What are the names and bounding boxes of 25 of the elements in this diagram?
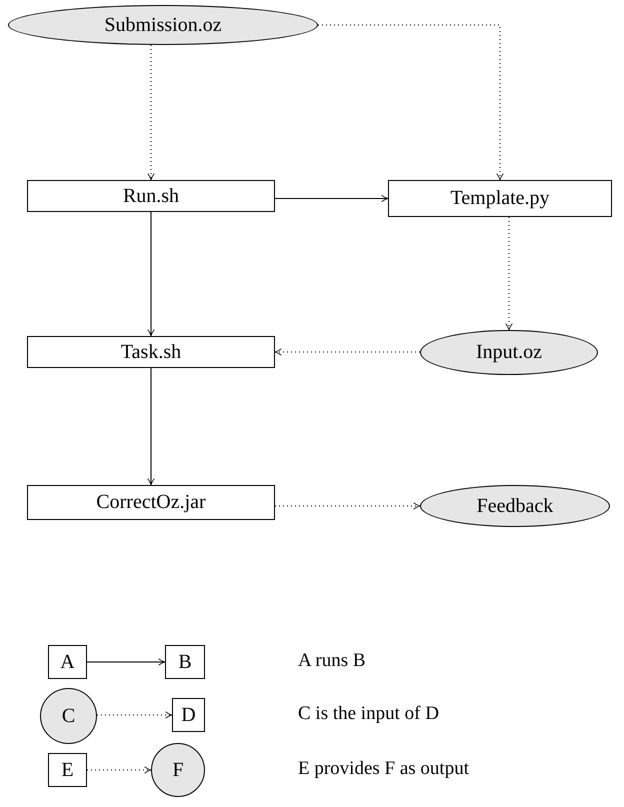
process-box [388, 180, 612, 217]
node-label: CorrectOz.jar [96, 491, 206, 514]
process-box [48, 645, 87, 679]
node-label: D [181, 704, 196, 726]
process-box [165, 645, 205, 679]
process-box [48, 753, 87, 787]
legend-text: A runs B [298, 650, 366, 672]
input-ellipse [151, 743, 205, 797]
node-label: Submission.oz [104, 14, 222, 36]
node-label: Input.oz [476, 341, 542, 364]
node-label: F [172, 758, 184, 782]
node-label: Template.py [450, 187, 550, 210]
node-label: B [178, 650, 192, 674]
node-label: C [62, 704, 76, 728]
node-label: E [61, 758, 74, 782]
process-box [172, 698, 205, 732]
legend-text: E provides F as output [298, 758, 469, 780]
node-label: Feedback [476, 494, 554, 518]
process-box [27, 336, 275, 368]
node-label: A [60, 650, 75, 674]
node-label: Run.sh [122, 184, 180, 208]
process-box [27, 180, 275, 212]
node-label: Task.sh [120, 340, 182, 364]
legend-text: C is the input of D [298, 703, 439, 725]
process-box [27, 485, 275, 520]
